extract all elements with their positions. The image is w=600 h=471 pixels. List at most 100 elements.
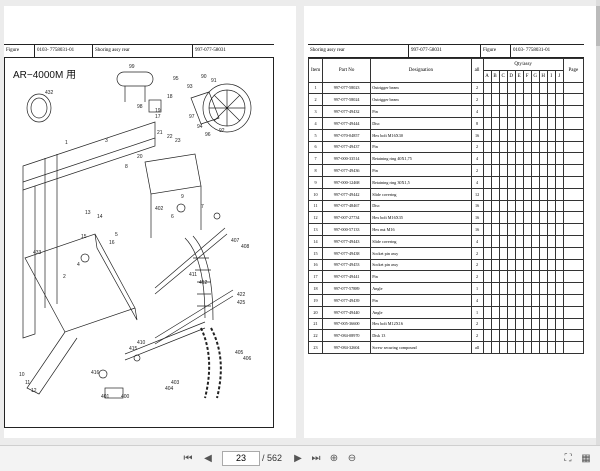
variant-cell: [546, 81, 556, 95]
item-number-cell: 19: [307, 293, 324, 307]
variant-cell: [538, 211, 548, 225]
item-number-cell: 5: [307, 128, 324, 142]
callout-4: 4: [77, 262, 80, 268]
variant-cell: [514, 116, 524, 130]
page-cell: [562, 164, 585, 177]
next-page-icon[interactable]: ▶: [294, 453, 302, 464]
figure-label: Figure: [6, 48, 20, 53]
variant-cell: [546, 116, 556, 130]
variant-cell: [498, 164, 508, 177]
variant-cell: [514, 175, 524, 189]
callout-410: 410: [137, 340, 146, 346]
variant-cell: [522, 128, 532, 142]
column-header-page: Page: [562, 58, 585, 83]
variant-cell: [546, 199, 556, 213]
variant-cell: [546, 341, 556, 354]
variant-cell: [498, 317, 508, 331]
page-cell: [562, 270, 585, 284]
first-page-icon[interactable]: ⏮: [183, 453, 193, 464]
left-page-header: Figure 0103- 7758031-01 Shoring assy rea…: [4, 44, 274, 58]
variant-letter-header: D: [506, 69, 516, 83]
variant-cell: [554, 317, 564, 331]
item-number-cell: 11: [307, 199, 324, 213]
assembly-title: Shoring assy rear: [92, 45, 192, 57]
variant-cell: [554, 234, 564, 248]
variant-cell: [482, 105, 492, 118]
quantity-cell: 16: [470, 128, 484, 142]
variant-cell: [522, 116, 532, 130]
variant-cell: [538, 270, 548, 284]
item-number-cell: 20: [307, 305, 324, 319]
variant-cell: [514, 164, 524, 177]
page-cell: [562, 246, 585, 260]
callout-98: 98: [137, 104, 143, 110]
column-header-all: all: [470, 58, 484, 83]
last-page-icon[interactable]: ⏭: [311, 453, 321, 464]
variant-cell: [482, 258, 492, 272]
variant-cell: [514, 293, 524, 307]
item-number-cell: 22: [307, 329, 324, 343]
variant-cell: [514, 152, 524, 166]
designation-cell: Pin: [370, 105, 472, 118]
current-page-input[interactable]: 23: [222, 451, 260, 466]
designation-cell: Pin: [370, 164, 472, 177]
quantity-cell: all: [470, 341, 484, 354]
page-cell: [562, 317, 585, 331]
variant-cell: [482, 140, 492, 154]
designation-cell: Disc: [370, 199, 472, 213]
variant-cell: [482, 329, 492, 343]
designation-cell: Hex nut M16: [370, 223, 472, 236]
zoom-in-icon[interactable]: ⊕: [329, 453, 339, 464]
item-number-cell: 7: [307, 152, 324, 166]
variant-cell: [522, 199, 532, 213]
quantity-cell: 2: [470, 93, 484, 107]
page-cell: [562, 116, 585, 130]
variant-cell: [482, 128, 492, 142]
variant-cell: [506, 175, 516, 189]
item-number-cell: 15: [307, 246, 324, 260]
variant-cell: [522, 81, 532, 95]
variant-cell: [498, 329, 508, 343]
figure-label: Figure: [480, 45, 510, 57]
callout-416: 416: [91, 370, 100, 376]
assembly-title: Shoring assy rear: [310, 48, 345, 53]
variant-cell: [490, 152, 500, 166]
previous-page-icon[interactable]: ◀: [204, 453, 212, 464]
part-number-cell: 997-077-49441: [322, 270, 372, 284]
zoom-out-icon[interactable]: ⊖: [347, 453, 357, 464]
variant-cell: [522, 105, 532, 118]
variant-cell: [538, 164, 548, 177]
page-cell: [562, 305, 585, 319]
variant-letter-header: J: [554, 69, 564, 83]
callout-99: 99: [129, 64, 135, 70]
variant-cell: [482, 187, 492, 201]
vertical-scrollbar[interactable]: [596, 0, 600, 445]
variant-cell: [498, 187, 508, 201]
quantity-cell: 4: [470, 152, 484, 166]
variant-cell: [498, 223, 508, 236]
variant-cell: [490, 116, 500, 130]
variant-cell: [514, 223, 524, 236]
variant-cell: [498, 270, 508, 284]
quantity-cell: 4: [470, 293, 484, 307]
variant-cell: [538, 246, 548, 260]
scrollbar-thumb[interactable]: [596, 6, 600, 46]
variant-cell: [506, 81, 516, 95]
part-number-cell: 997-000-33514: [322, 152, 372, 166]
variant-cell: [546, 223, 556, 236]
right-page-header: Shoring assy rear 997-077-58031 Figure 0…: [308, 44, 584, 58]
column-header-item: Item: [307, 58, 324, 83]
spring-drawing: [184, 235, 214, 321]
u-frame-drawing: [144, 153, 202, 195]
fullscreen-icon[interactable]: ⛶: [564, 453, 572, 464]
variant-cell: [490, 258, 500, 272]
thumbnails-icon[interactable]: ▦: [581, 453, 591, 464]
